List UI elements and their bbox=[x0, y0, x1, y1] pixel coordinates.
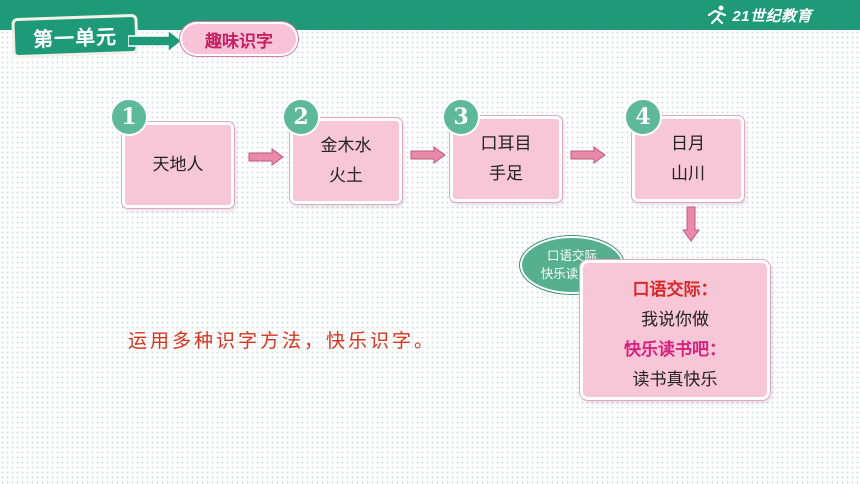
reading-item: 读书真快乐 bbox=[632, 370, 718, 390]
unit-title: 第一单元 bbox=[11, 13, 139, 59]
flow-arrow-icon bbox=[410, 146, 446, 164]
oral-communication-heading: 口语交际： bbox=[632, 280, 718, 300]
down-arrow-icon bbox=[682, 206, 700, 242]
flow-arrow-icon bbox=[248, 148, 284, 166]
step-card-2: 金木水 火土 bbox=[290, 118, 402, 204]
step-card-1: 天地人 bbox=[122, 122, 234, 208]
step-number-4: 4 bbox=[624, 98, 662, 136]
topic-title: 趣味识字 bbox=[180, 22, 298, 56]
logo-text: 21世纪教育 bbox=[732, 7, 812, 25]
step-number-3: 3 bbox=[442, 98, 480, 136]
top-bar: 21世纪教育 bbox=[0, 0, 860, 30]
step-number-2: 2 bbox=[282, 98, 320, 136]
main-sentence: 运用多种识字方法，快乐识字。 bbox=[128, 330, 437, 352]
oral-communication-item: 我说你做 bbox=[641, 310, 709, 330]
brand-logo: 21世纪教育 bbox=[706, 4, 812, 26]
step-card-3: 口耳目 手足 bbox=[450, 116, 562, 202]
reading-heading: 快乐读书吧： bbox=[624, 340, 726, 360]
flow-arrow-icon bbox=[570, 146, 606, 164]
runner-icon bbox=[708, 5, 727, 25]
step-number-1: 1 bbox=[110, 98, 148, 136]
summary-card: 口语交际： 我说你做 快乐读书吧： 读书真快乐 bbox=[580, 260, 770, 400]
unit-connector-arrow-icon bbox=[128, 30, 184, 52]
